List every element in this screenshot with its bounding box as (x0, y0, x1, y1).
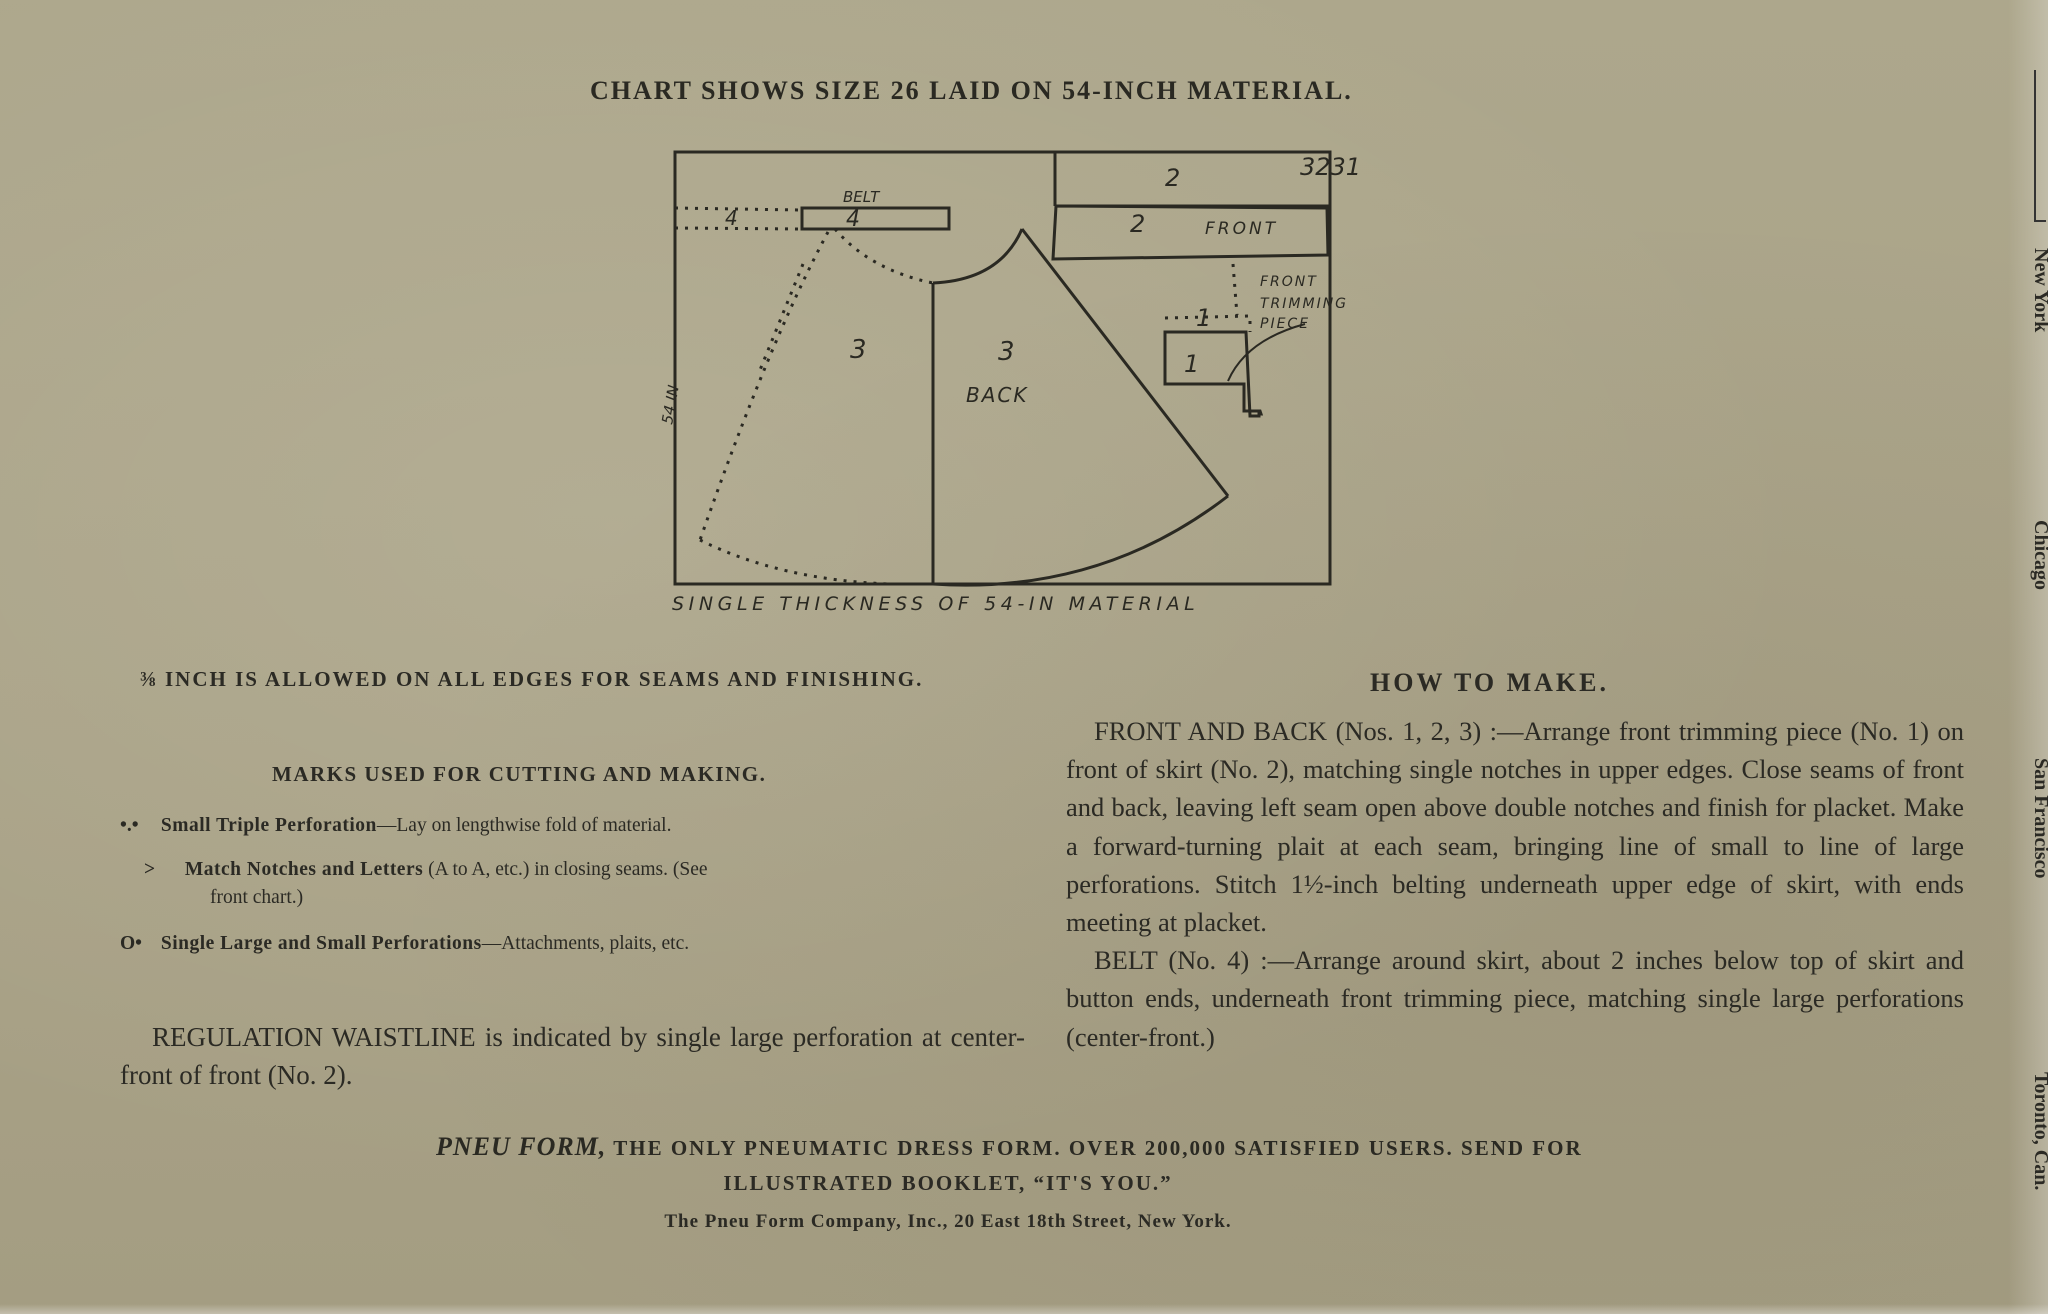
marks-heading: MARKS USED FOR CUTTING AND MAKING. (272, 762, 767, 786)
mark-notches: > Match Notches and Letters (A to A, etc… (120, 856, 1030, 912)
material-outline (673, 150, 1332, 586)
mark-single-title: Single Large and Small Perforations (160, 933, 482, 954)
piece-3-left-label: 3 (850, 335, 867, 365)
single-perforation-symbol: O• (120, 933, 142, 954)
footer-company-address: The Pneu Form Company, Inc., 20 East 18t… (664, 1211, 1232, 1232)
side-54-in-label: 54 IN (660, 384, 683, 426)
belt-label: BELT (843, 188, 881, 206)
advert-text: THE ONLY PNEUMATIC DRESS FORM. OVER 200,… (613, 1136, 1583, 1160)
piece-3-label: 3 (998, 337, 1015, 367)
piece-1-top-label: 1 (1196, 304, 1211, 332)
trimming-label-piece: PIECE (1260, 316, 1310, 332)
paper-edge-right (2008, 0, 2048, 1314)
mark-notches-title: Match Notches and Letters (184, 859, 424, 880)
envelope-flap-mark (2034, 70, 2046, 222)
piece-4-overflow-label: 4 (725, 206, 738, 230)
mark-notches-cont: front chart.) (210, 887, 304, 908)
belt-text: (No. 4) :—Arrange around skirt, about 2 … (1066, 945, 1965, 1052)
waistline-lead: REGULATION WAISTLINE (152, 1022, 476, 1052)
piece-4-label: 4 (846, 207, 860, 232)
belt-piece-4 (800, 206, 951, 231)
cutting-diagram: 3231 BELT 4 4 2 2 FRONT FRONT TRIMMING P… (660, 150, 1361, 615)
trimming-label-front: FRONT (1260, 274, 1318, 290)
front-label: FRONT (1205, 219, 1278, 239)
front-and-back-lead: FRONT AND BACK (1094, 716, 1328, 746)
how-to-make-text: FRONT AND BACK (Nos. 1, 2, 3) :—Arrange … (1066, 712, 1964, 1056)
how-to-make-heading: HOW TO MAKE. (1370, 668, 1609, 697)
brand-name: PNEU FORM, (436, 1132, 607, 1161)
piece-1-label: 1 (1184, 350, 1199, 378)
pattern-number: 3231 (1300, 153, 1361, 181)
front-and-back-paragraph: FRONT AND BACK (Nos. 1, 2, 3) :—Arrange … (1066, 712, 1964, 941)
triple-perforation-symbol: •.• (120, 815, 139, 836)
waistline-rest: is indicated by single large perforation… (120, 1022, 1025, 1090)
trimming-piece-1 (1163, 330, 1264, 418)
seam-allowance-note: ⅜ INCH IS ALLOWED ON ALL EDGES FOR SEAMS… (140, 667, 924, 691)
city-san-francisco: San Francisco (2030, 758, 2048, 879)
city-chicago: Chicago (2030, 520, 2048, 590)
piece-2-top-label: 2 (1165, 164, 1180, 192)
mark-triple-title: Small Triple Perforation (160, 815, 377, 836)
back-label: BACK (966, 383, 1028, 407)
mark-triple-perforation: •.• Small Triple Perforation—Lay on leng… (120, 812, 1030, 840)
mark-triple-desc: —Lay on lengthwise fold of material. (376, 815, 672, 836)
mark-notches-desc: (A to A, etc.) in closing seams. (See (428, 859, 708, 880)
city-new-york: New York (2030, 248, 2048, 333)
paper-edge-bottom (0, 1304, 2048, 1314)
notch-symbol: > (144, 859, 156, 880)
trimming-label-trimming: TRIMMING (1260, 296, 1348, 312)
bottom-material-label: SINGLE THICKNESS OF 54-IN MATERIAL (672, 593, 1199, 615)
piece-2-front-number: 2 (1130, 210, 1145, 238)
waistline-note: REGULATION WAISTLINE is indicated by sin… (120, 1018, 1025, 1094)
mark-single-desc: —Attachments, plaits, etc. (481, 933, 690, 954)
footer-advert-line1: PNEU FORM, THE ONLY PNEUMATIC DRESS FORM… (436, 1132, 1866, 1162)
footer-advert-line2: ILLUSTRATED BOOKLET, “IT'S YOU.” (723, 1171, 1173, 1195)
front-piece-2 (1051, 204, 1330, 261)
chart-heading: CHART SHOWS SIZE 26 LAID ON 54-INCH MATE… (590, 76, 1353, 105)
belt-paragraph: BELT (No. 4) :—Arrange around skirt, abo… (1066, 941, 1964, 1056)
belt-lead: BELT (1094, 945, 1158, 976)
mark-single-perforations: O• Single Large and Small Perforations—A… (120, 930, 1030, 958)
city-toronto: Toronto, Can. (2030, 1072, 2048, 1191)
front-and-back-text: (Nos. 1, 2, 3) :—Arrange front trimming … (1066, 716, 1964, 938)
